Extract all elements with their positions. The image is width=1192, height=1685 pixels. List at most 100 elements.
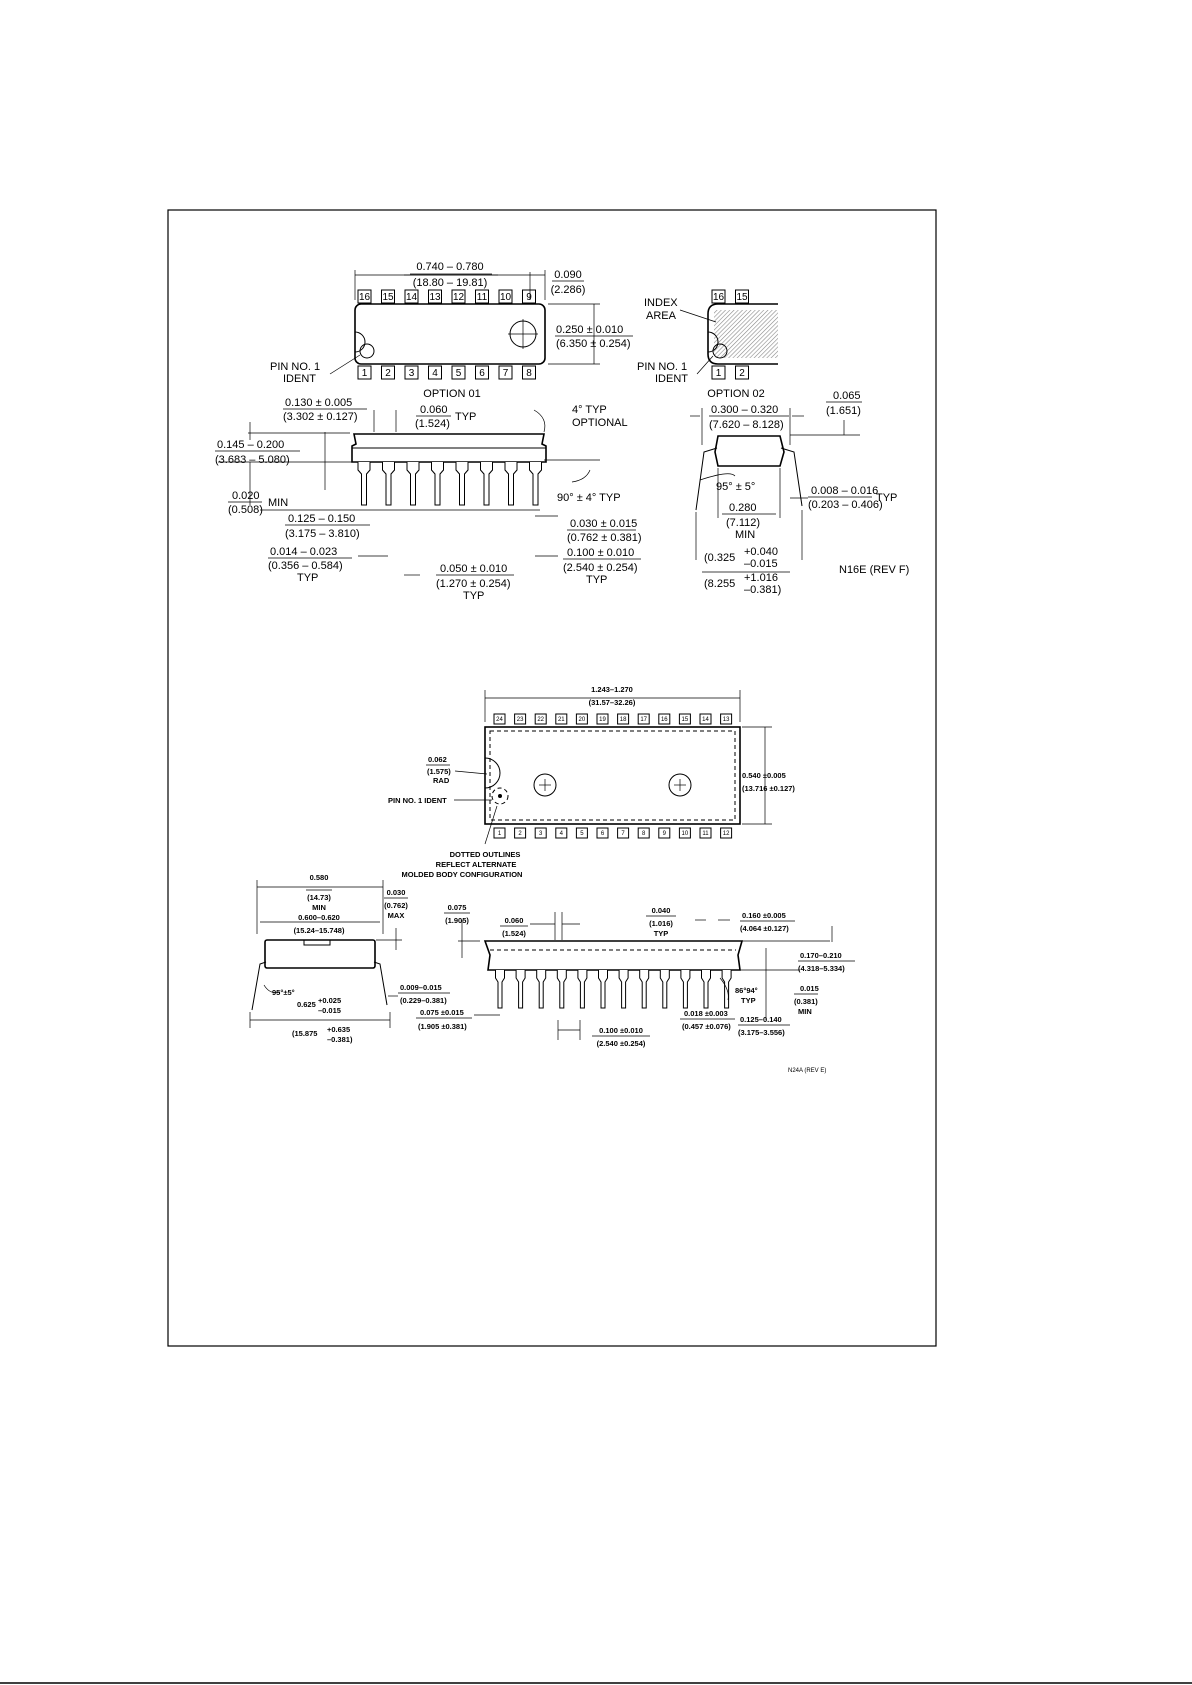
lead <box>577 970 588 1009</box>
n24a-spread-mm-plus: +0.635 <box>327 1025 350 1034</box>
n24a-spread-in-plus: +0.025 <box>318 996 341 1005</box>
n24a-dotted-line2: REFLECT ALTERNATE <box>436 860 517 869</box>
n16e-pitch-short-in: 0.060 <box>420 404 448 416</box>
pin-box <box>617 713 630 725</box>
n16e-lead-width-mm: (0.356 – 0.584) <box>268 560 343 572</box>
pin-number: 15 <box>382 292 394 303</box>
pin-number: 6 <box>479 368 485 379</box>
n16e-draft-optional: OPTIONAL <box>572 417 628 429</box>
lead <box>556 970 567 1009</box>
n16e-pitch-in: 0.100 ± 0.010 <box>567 547 634 559</box>
n24a-side-leads <box>495 970 732 1009</box>
lead <box>639 970 650 1009</box>
lead <box>382 462 395 506</box>
pin-number: 7 <box>621 831 625 837</box>
n16e-lead-angle: 90° ± 4° TYP <box>557 492 621 504</box>
n24a-length-mm: (31.57–32.26) <box>589 698 636 707</box>
n24a-spread-mm-minus: –0.381) <box>327 1035 353 1044</box>
n16e-shoulder-typ: TYP <box>463 590 484 602</box>
n16e-min-mm: (0.508) <box>228 504 263 516</box>
pin-box <box>720 827 733 839</box>
n24a-lw-mm: (1.016) <box>649 919 673 928</box>
n24a-rad-label: RAD <box>433 776 450 785</box>
n16e-opt2-pin1-label: PIN NO. 1 <box>637 361 687 373</box>
pin-box <box>735 289 749 304</box>
pin-box <box>711 289 726 304</box>
pin-number: 21 <box>558 717 565 723</box>
pin-number: 3 <box>539 831 543 837</box>
n24a-rad-in: 0.062 <box>428 755 447 764</box>
n16e-body-width-in: 0.280 <box>729 502 757 514</box>
n16e-seat-in: 0.125 – 0.150 <box>288 513 355 525</box>
n24a-st-in: 0.160 ±0.005 <box>742 911 786 920</box>
n24a-max-mm: (0.762) <box>384 901 408 910</box>
n16e-draft-angle: 4° TYP <box>572 404 607 416</box>
n24a-min-mm: (0.381) <box>794 997 818 1006</box>
n24a-lw-typ: TYP <box>654 929 669 938</box>
pin-number: 1 <box>498 831 502 837</box>
n24a-width-mm: (13.716 ±0.127) <box>742 784 795 793</box>
n16e-shoulder-in: 0.050 ± 0.010 <box>440 563 507 575</box>
n16e-pitch-short-typ: TYP <box>455 411 476 423</box>
pin-box <box>637 827 650 839</box>
n24a-ew-min: MIN <box>312 903 326 912</box>
pin-box <box>451 289 466 304</box>
n24a-row-mm: (15.24–15.748) <box>294 926 345 935</box>
pin-box <box>522 289 536 304</box>
pin-box <box>493 713 506 725</box>
n24a-sh-mm: (1.524) <box>502 929 526 938</box>
pin-number: 20 <box>579 717 586 723</box>
n16e-spread-in-minus: –0.015 <box>744 558 778 570</box>
lead <box>618 970 629 1009</box>
pin-box <box>381 289 395 304</box>
n16e-end-in: 0.090 <box>554 269 582 281</box>
lead <box>598 970 608 1009</box>
pin-number: 9 <box>526 292 532 303</box>
n16e-spread-in-plus: +0.040 <box>744 546 778 558</box>
pin-box <box>575 713 588 725</box>
pin-number: 15 <box>736 292 748 303</box>
pin-number: 15 <box>682 717 689 723</box>
pin-number: 14 <box>702 717 709 723</box>
pin-number: 16 <box>359 292 371 303</box>
pin-number: 12 <box>723 831 730 837</box>
lead <box>529 462 542 506</box>
lead <box>504 462 518 506</box>
lead <box>495 970 505 1009</box>
lead <box>455 462 469 506</box>
pin-box <box>534 713 547 725</box>
pin-box <box>404 365 419 380</box>
n16e-pitch-short-mm: (1.524) <box>415 418 450 430</box>
pin-number: 2 <box>385 368 391 379</box>
n24a-side-view: 0.075 (1.905) 0.060 (1.524) 0.040 (1.016… <box>416 903 855 1074</box>
pin-box <box>596 827 609 839</box>
n16e-end-mm: (2.286) <box>551 284 586 296</box>
n24a-end-angle: 95°±5° <box>272 988 295 997</box>
n16e-standoff-mm: (3.302 ± 0.127) <box>283 411 358 423</box>
n24a-endl-in: 0.075 ±0.015 <box>420 1008 464 1017</box>
lead <box>431 462 444 506</box>
n16e-option01: OPTION 01 <box>423 388 480 400</box>
pin-number: 2 <box>739 368 745 379</box>
n24a-seat-mm: (3.175–3.556) <box>738 1028 785 1037</box>
n16e-thick-in: 0.008 – 0.016 <box>811 485 878 497</box>
n16e-side-leads <box>357 462 542 506</box>
pin-box <box>699 713 712 725</box>
n24a-length-in: 1.243–1.270 <box>591 685 633 694</box>
pin-number: 2 <box>518 831 522 837</box>
pin-number: 9 <box>663 831 667 837</box>
n16e-height-in: 0.145 – 0.200 <box>217 439 284 451</box>
pin-box <box>555 827 568 839</box>
pin-number: 6 <box>601 831 605 837</box>
pin-number: 19 <box>599 717 606 723</box>
n16e-length-in: 0.740 – 0.780 <box>416 261 483 273</box>
n24a-ew-in: 0.580 <box>310 873 329 882</box>
pin-number: 10 <box>682 831 689 837</box>
pin-number: 24 <box>496 717 503 723</box>
n16e-index-area: AREA <box>646 310 677 322</box>
pin-box <box>357 365 372 380</box>
